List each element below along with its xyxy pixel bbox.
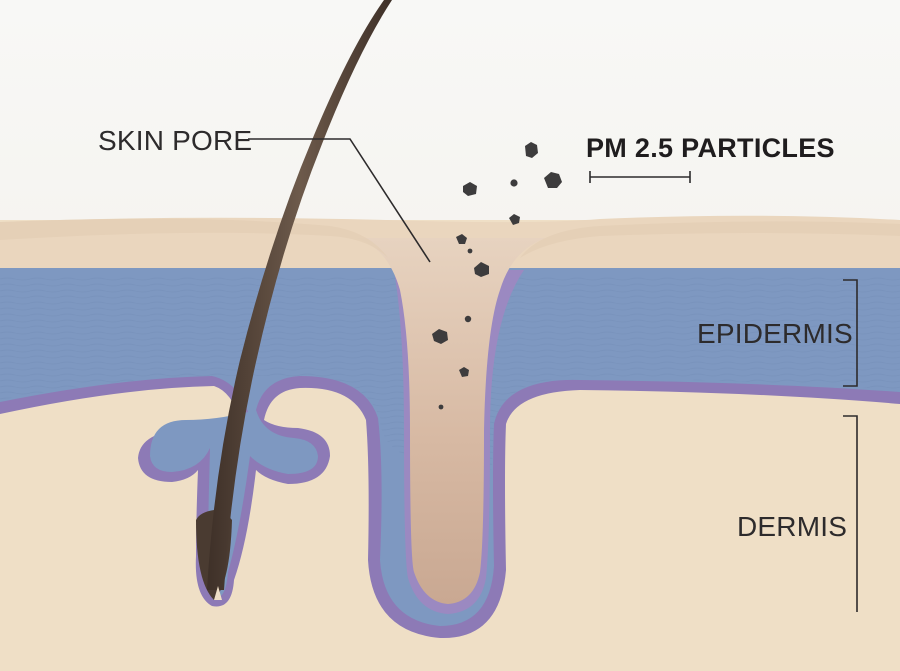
epidermis-label: EPIDERMIS <box>697 318 853 349</box>
particle <box>474 262 489 277</box>
papilla <box>214 586 222 600</box>
particle <box>467 248 473 254</box>
particle <box>509 214 520 225</box>
skin-pore-leader-line <box>248 138 431 263</box>
pm25-scale-bar <box>589 171 691 183</box>
dermis-bracket <box>843 415 858 612</box>
hair-shaft <box>207 0 392 590</box>
particle <box>464 315 472 323</box>
particle <box>438 404 444 410</box>
particle <box>463 182 477 196</box>
pm25-label: PM 2.5 PARTICLES <box>586 133 835 163</box>
particle <box>525 142 538 158</box>
dermis-label: DERMIS <box>737 511 847 542</box>
epidermis-bracket <box>843 279 858 387</box>
pore-opening <box>356 238 546 604</box>
particle <box>544 172 562 188</box>
particle <box>510 179 518 187</box>
pm25-particles <box>432 142 562 410</box>
particle <box>432 329 448 344</box>
skin-pore-label: SKIN PORE <box>98 125 252 156</box>
surface-edge-right <box>520 221 900 258</box>
particle <box>456 234 467 244</box>
particle <box>459 367 469 377</box>
